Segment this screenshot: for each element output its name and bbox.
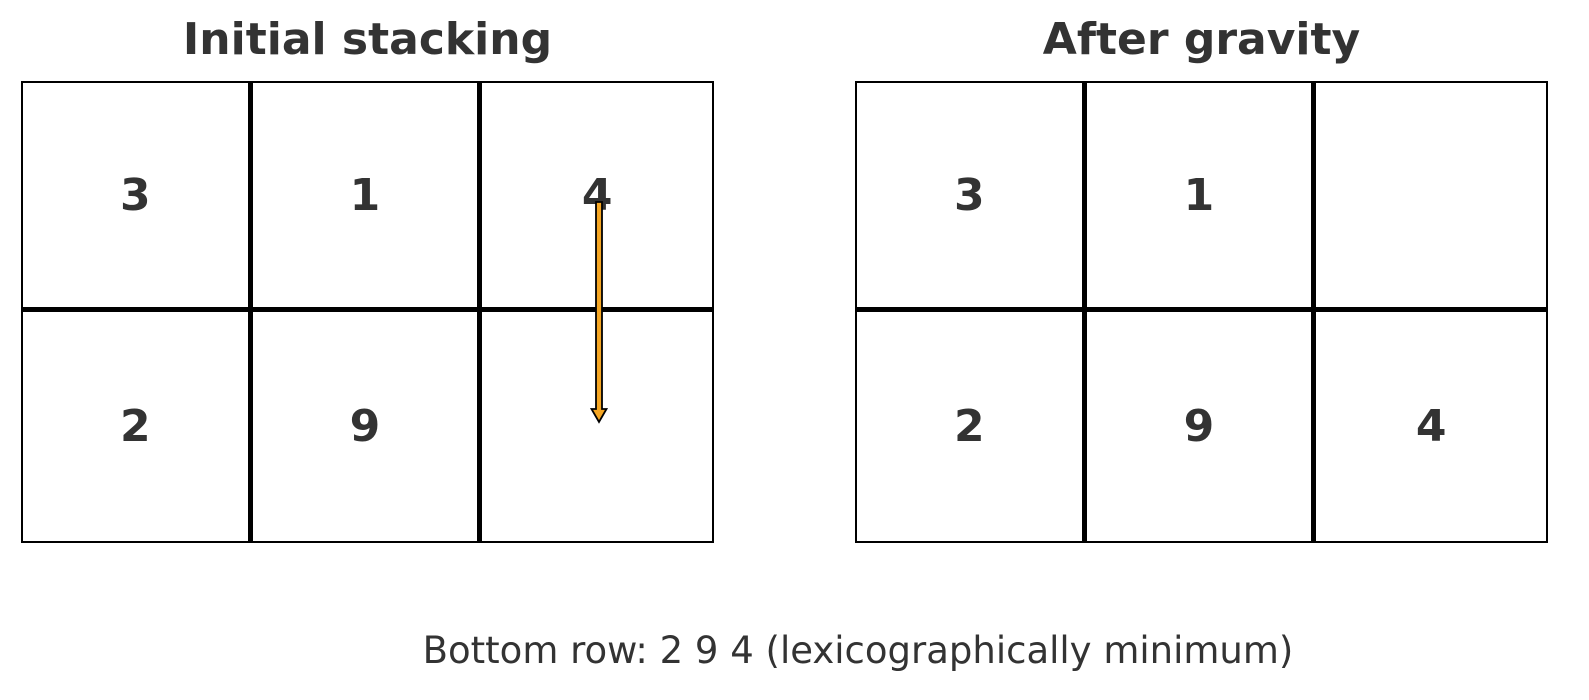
initial-stacking-title: Initial stacking — [182, 14, 553, 65]
grid-cell: 3 — [23, 83, 253, 312]
after-gravity-title: After gravity — [1042, 14, 1361, 65]
grid-cell: 3 — [857, 83, 1087, 312]
grid-cell — [1316, 83, 1546, 312]
grid-cell: 4 — [1415, 401, 1447, 452]
grid-cell: 2 — [23, 312, 253, 541]
caption: Bottom row: 2 9 4 (lexicographically min… — [422, 629, 1294, 672]
initial-stacking-grid: 3 1 4 2 9 — [21, 81, 714, 543]
grid-cell: 2 — [857, 312, 1087, 541]
grid-cell: 1 — [1086, 83, 1317, 312]
grid-cell: 9 — [253, 312, 483, 541]
grid-cell: 4 — [482, 83, 712, 312]
grid-cell — [482, 312, 712, 541]
after-gravity-grid: 3 1 2 9 4 — [855, 81, 1548, 543]
grid-cell: 1 — [252, 83, 483, 312]
grid-cell: 9 — [1087, 312, 1317, 541]
